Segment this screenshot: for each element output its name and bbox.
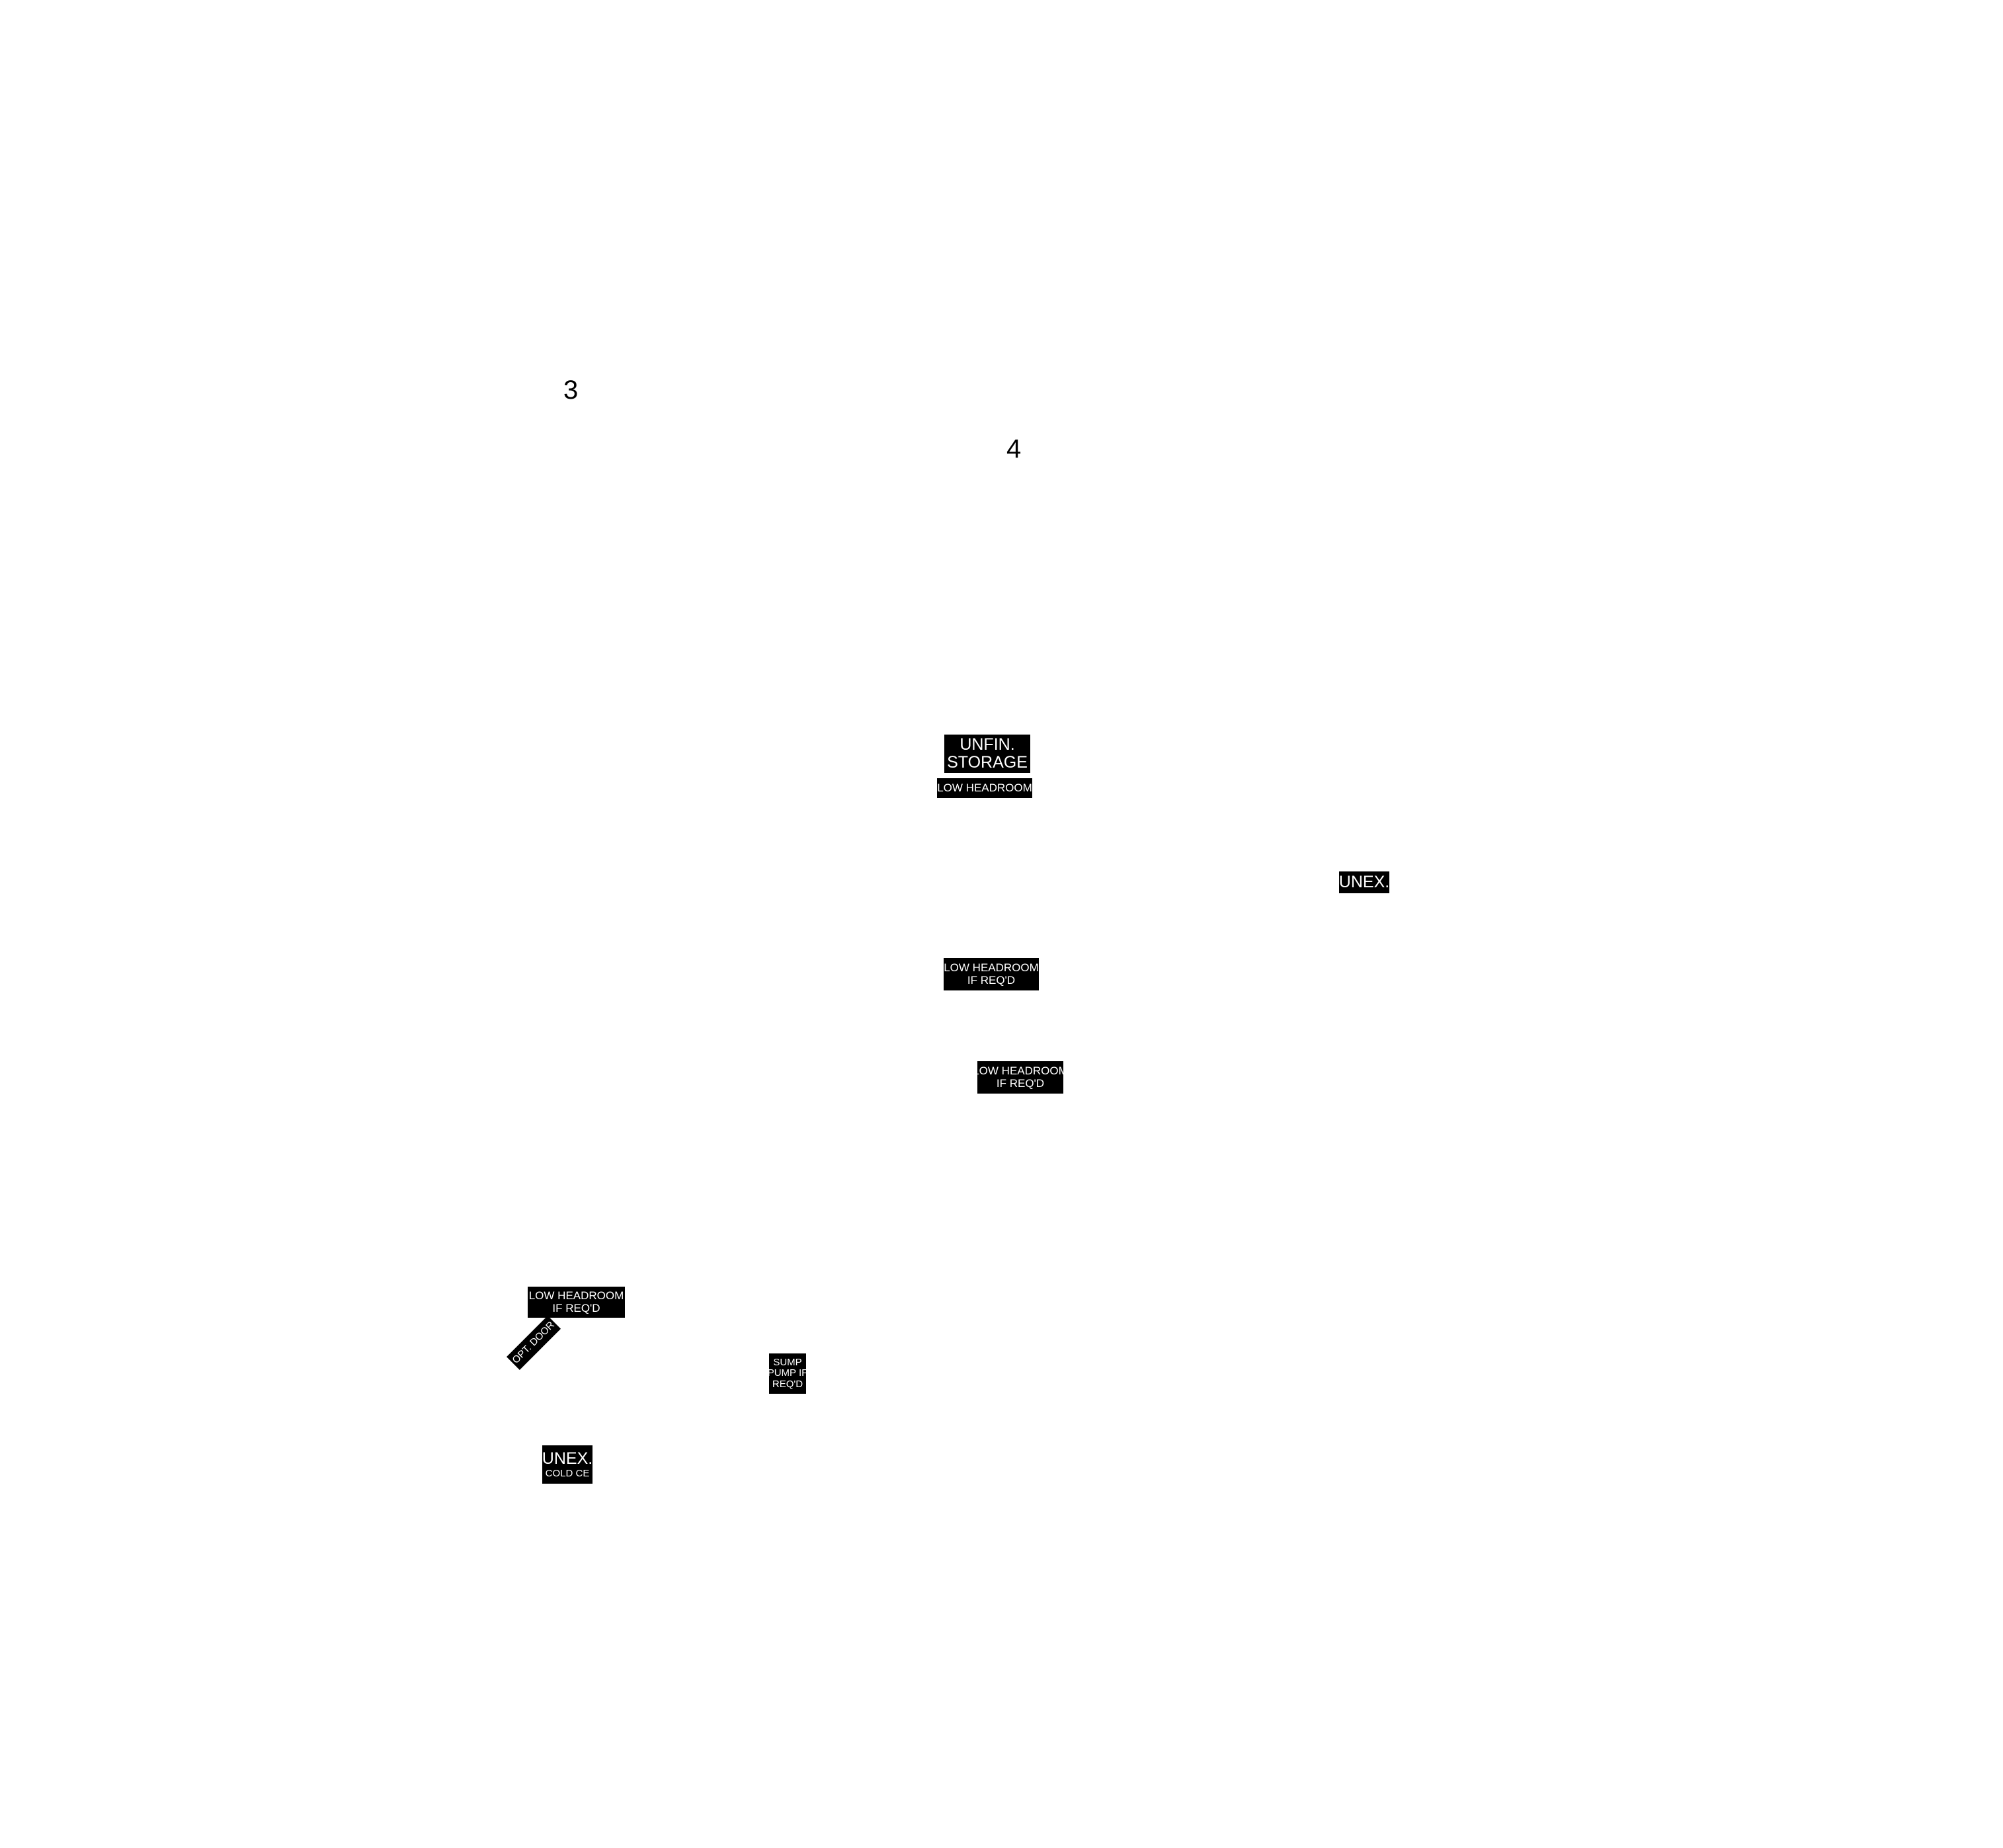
sump-pump-label: SUMP PUMP IF REQ'D <box>769 1353 806 1394</box>
low-headroom-if-reqd-label-b: LOW HEADROOM IF REQ'D <box>977 1061 1063 1094</box>
low-headroom-text: LOW HEADROOM <box>937 781 1032 794</box>
low-headroom-c-line-2: IF REQ'D <box>552 1301 600 1314</box>
low-headroom-label: LOW HEADROOM <box>937 778 1032 798</box>
unex-left-line-1: UNEX. <box>542 1449 593 1468</box>
optional-door-label: OPT. DOOR <box>507 1315 561 1370</box>
room-number-3: 3 <box>563 376 579 405</box>
sump-line-3: REQ'D <box>772 1378 803 1390</box>
opt-door-text: OPT. DOOR <box>510 1319 557 1366</box>
low-headroom-a-line-2: IF REQ'D <box>967 973 1016 986</box>
sump-line-1: SUMP <box>773 1356 802 1368</box>
low-headroom-c-line-1: LOW HEADROOM <box>528 1289 624 1302</box>
unfin-line-1: UNFIN. <box>960 735 1015 754</box>
low-headroom-b-line-1: LOW HEADROOM <box>977 1064 1063 1077</box>
low-headroom-b-line-2: IF REQ'D <box>996 1076 1045 1090</box>
unfinished-storage-label: UNFIN. STORAGE <box>944 735 1030 773</box>
room-number-4: 4 <box>1006 434 1022 463</box>
unexcavated-cold-cellar-label: UNEX. COLD CE <box>542 1445 593 1484</box>
unfin-line-2: STORAGE <box>947 753 1028 772</box>
unex-left-line-2: COLD CE <box>545 1467 590 1479</box>
sump-line-2: PUMP IF <box>769 1367 806 1379</box>
unex-right-text: UNEX. <box>1339 872 1389 891</box>
low-headroom-if-reqd-label-c: LOW HEADROOM IF REQ'D <box>528 1287 625 1318</box>
unexcavated-label-right: UNEX. <box>1339 871 1389 893</box>
low-headroom-if-reqd-label-a: LOW HEADROOM IF REQ'D <box>944 958 1039 990</box>
low-headroom-a-line-1: LOW HEADROOM <box>944 961 1039 974</box>
